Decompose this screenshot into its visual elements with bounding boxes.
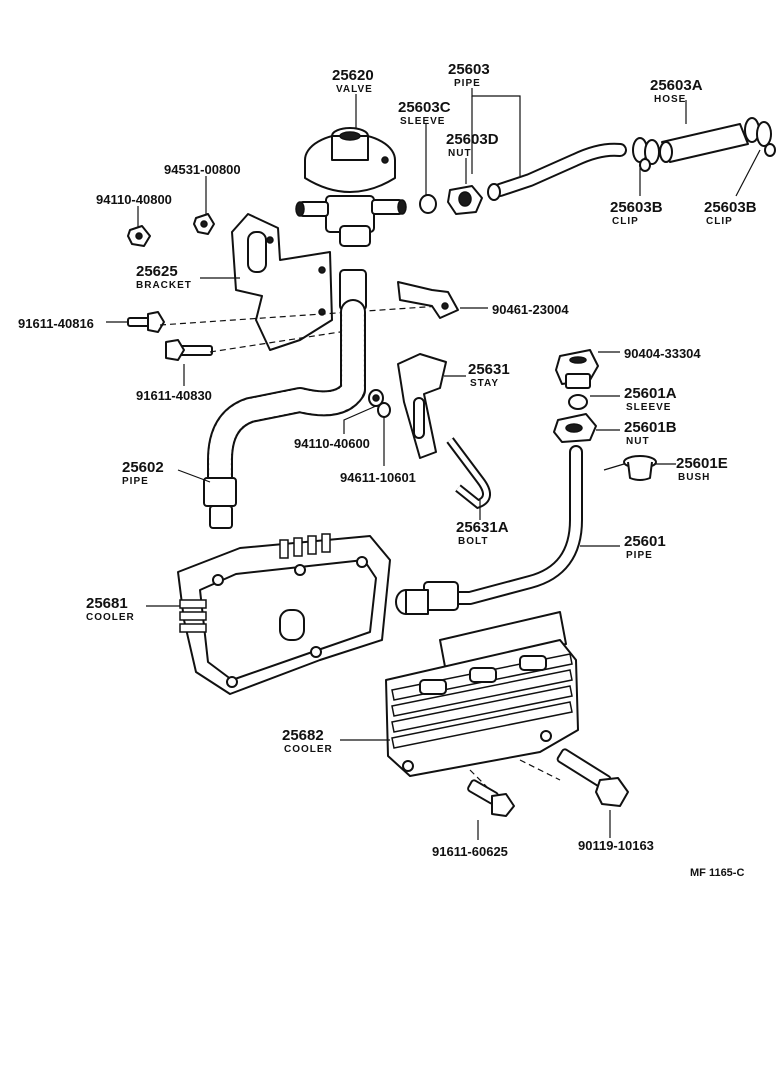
svg-text:PIPE: PIPE [122,476,149,487]
label-94611-10601: 94611-10601 [340,470,416,485]
cooler-25682-drawing [385,611,579,777]
leader-lines [106,88,761,840]
nut-25601B-drawing [553,413,597,443]
svg-text:NUT: NUT [626,436,650,447]
svg-text:SLEEVE: SLEEVE [626,402,671,413]
clamp-90461-23004-drawing [397,281,459,319]
nut-94110-40800-drawing [127,225,151,247]
dash-line-1 [159,305,441,326]
svg-text:CLIP: CLIP [612,216,639,227]
label-90461-23004: 90461-23004 [492,302,569,317]
svg-text:25603B: 25603B [610,199,663,216]
svg-text:BOLT: BOLT [458,536,488,547]
svg-text:PIPE: PIPE [454,78,481,89]
union-90404-33304-drawing [555,349,599,389]
svg-text:25681: 25681 [86,595,128,612]
pipe-25601-drawing [395,445,583,615]
bracket-25625-drawing [231,213,333,351]
label-25603: 25603 PIPE [448,61,490,89]
nut-94531-00800-drawing [193,213,215,235]
stay-25631-drawing [397,353,447,459]
label-25601: 25601 PIPE [624,533,666,561]
label-94110-40600: 94110-40600 [294,436,370,451]
svg-text:25601A: 25601A [624,385,677,402]
bolt-91611-60625-drawing [467,779,515,817]
label-25625: 25625 BRACKET [136,263,192,291]
bolt-90119-10163-drawing [556,748,629,807]
svg-text:25602: 25602 [122,459,164,476]
label-25601B: 25601B NUT [624,419,677,447]
valve-25620-drawing [295,127,407,247]
svg-text:BUSH: BUSH [678,472,710,483]
pipe-25603-drawing [487,142,627,201]
svg-text:25625: 25625 [136,263,178,280]
pipe-25602-drawing [203,269,367,529]
clip-25603B-left-drawing [632,137,660,172]
label-25681: 25681 COOLER [86,595,135,623]
clip-25603B-right-drawing [744,117,776,157]
label-91611-40816: 91611-40816 [18,316,94,331]
label-25603D: 25603D NUT [446,131,499,159]
svg-text:BRACKET: BRACKET [136,280,192,291]
svg-text:25603B: 25603B [704,199,757,216]
svg-text:25620: 25620 [332,67,374,84]
label-25603A: 25603A HOSE [650,77,703,105]
dash-line-3 [519,759,561,781]
svg-text:25601: 25601 [624,533,666,550]
svg-text:25631: 25631 [468,361,510,378]
washer-94611-10601-drawing [377,402,391,418]
svg-text:PIPE: PIPE [626,550,653,561]
svg-text:NUT: NUT [448,148,472,159]
label-91611-60625: 91611-60625 [432,844,508,859]
svg-text:25631A: 25631A [456,519,509,536]
label-25603B-left: 25603B CLIP [610,199,663,227]
svg-text:25682: 25682 [282,727,324,744]
svg-text:25601E: 25601E [676,455,728,472]
label-25602: 25602 PIPE [122,459,164,487]
bush-25601E-drawing [623,455,657,481]
svg-text:25603D: 25603D [446,131,499,148]
bolt-91611-40830-drawing [165,339,213,361]
label-25631: 25631 STAY [468,361,510,389]
svg-text:SLEEVE: SLEEVE [400,116,445,127]
label-94110-40800: 94110-40800 [96,192,172,207]
dash-line-2 [209,331,341,353]
label-90119-10163: 90119-10163 [578,838,654,853]
label-90404-33304: 90404-33304 [624,346,701,361]
hose-25603A-drawing [659,123,749,163]
sleeve-25603C-drawing [419,194,437,214]
label-25631A: 25631A BOLT [456,519,509,547]
diagram-code: MF 1165-C [690,867,744,879]
label-91611-40830: 91611-40830 [136,388,212,403]
svg-text:25603C: 25603C [398,99,451,116]
label-94531-00800: 94531-00800 [164,162,241,177]
nut-25603D-drawing [447,185,483,215]
label-25603B-right: 25603B CLIP [704,199,757,227]
svg-text:STAY: STAY [470,378,499,389]
label-25620: 25620 VALVE [332,67,374,95]
label-25601E: 25601E BUSH [676,455,728,483]
svg-text:CLIP: CLIP [706,216,733,227]
svg-text:25603: 25603 [448,61,490,78]
svg-text:25603A: 25603A [650,77,703,94]
svg-text:25601B: 25601B [624,419,677,436]
bolt-25631A-drawing [446,437,491,510]
label-25682: 25682 COOLER [282,727,333,755]
svg-text:COOLER: COOLER [284,744,333,755]
svg-text:COOLER: COOLER [86,612,135,623]
svg-text:VALVE: VALVE [336,84,373,95]
label-25603C: 25603C SLEEVE [398,99,451,127]
bolt-91611-40816-drawing [127,311,165,333]
label-25601A: 25601A SLEEVE [624,385,677,413]
cooler-25681-drawing [177,533,391,695]
svg-text:HOSE: HOSE [654,94,686,105]
sleeve-25601A-drawing [568,394,588,410]
